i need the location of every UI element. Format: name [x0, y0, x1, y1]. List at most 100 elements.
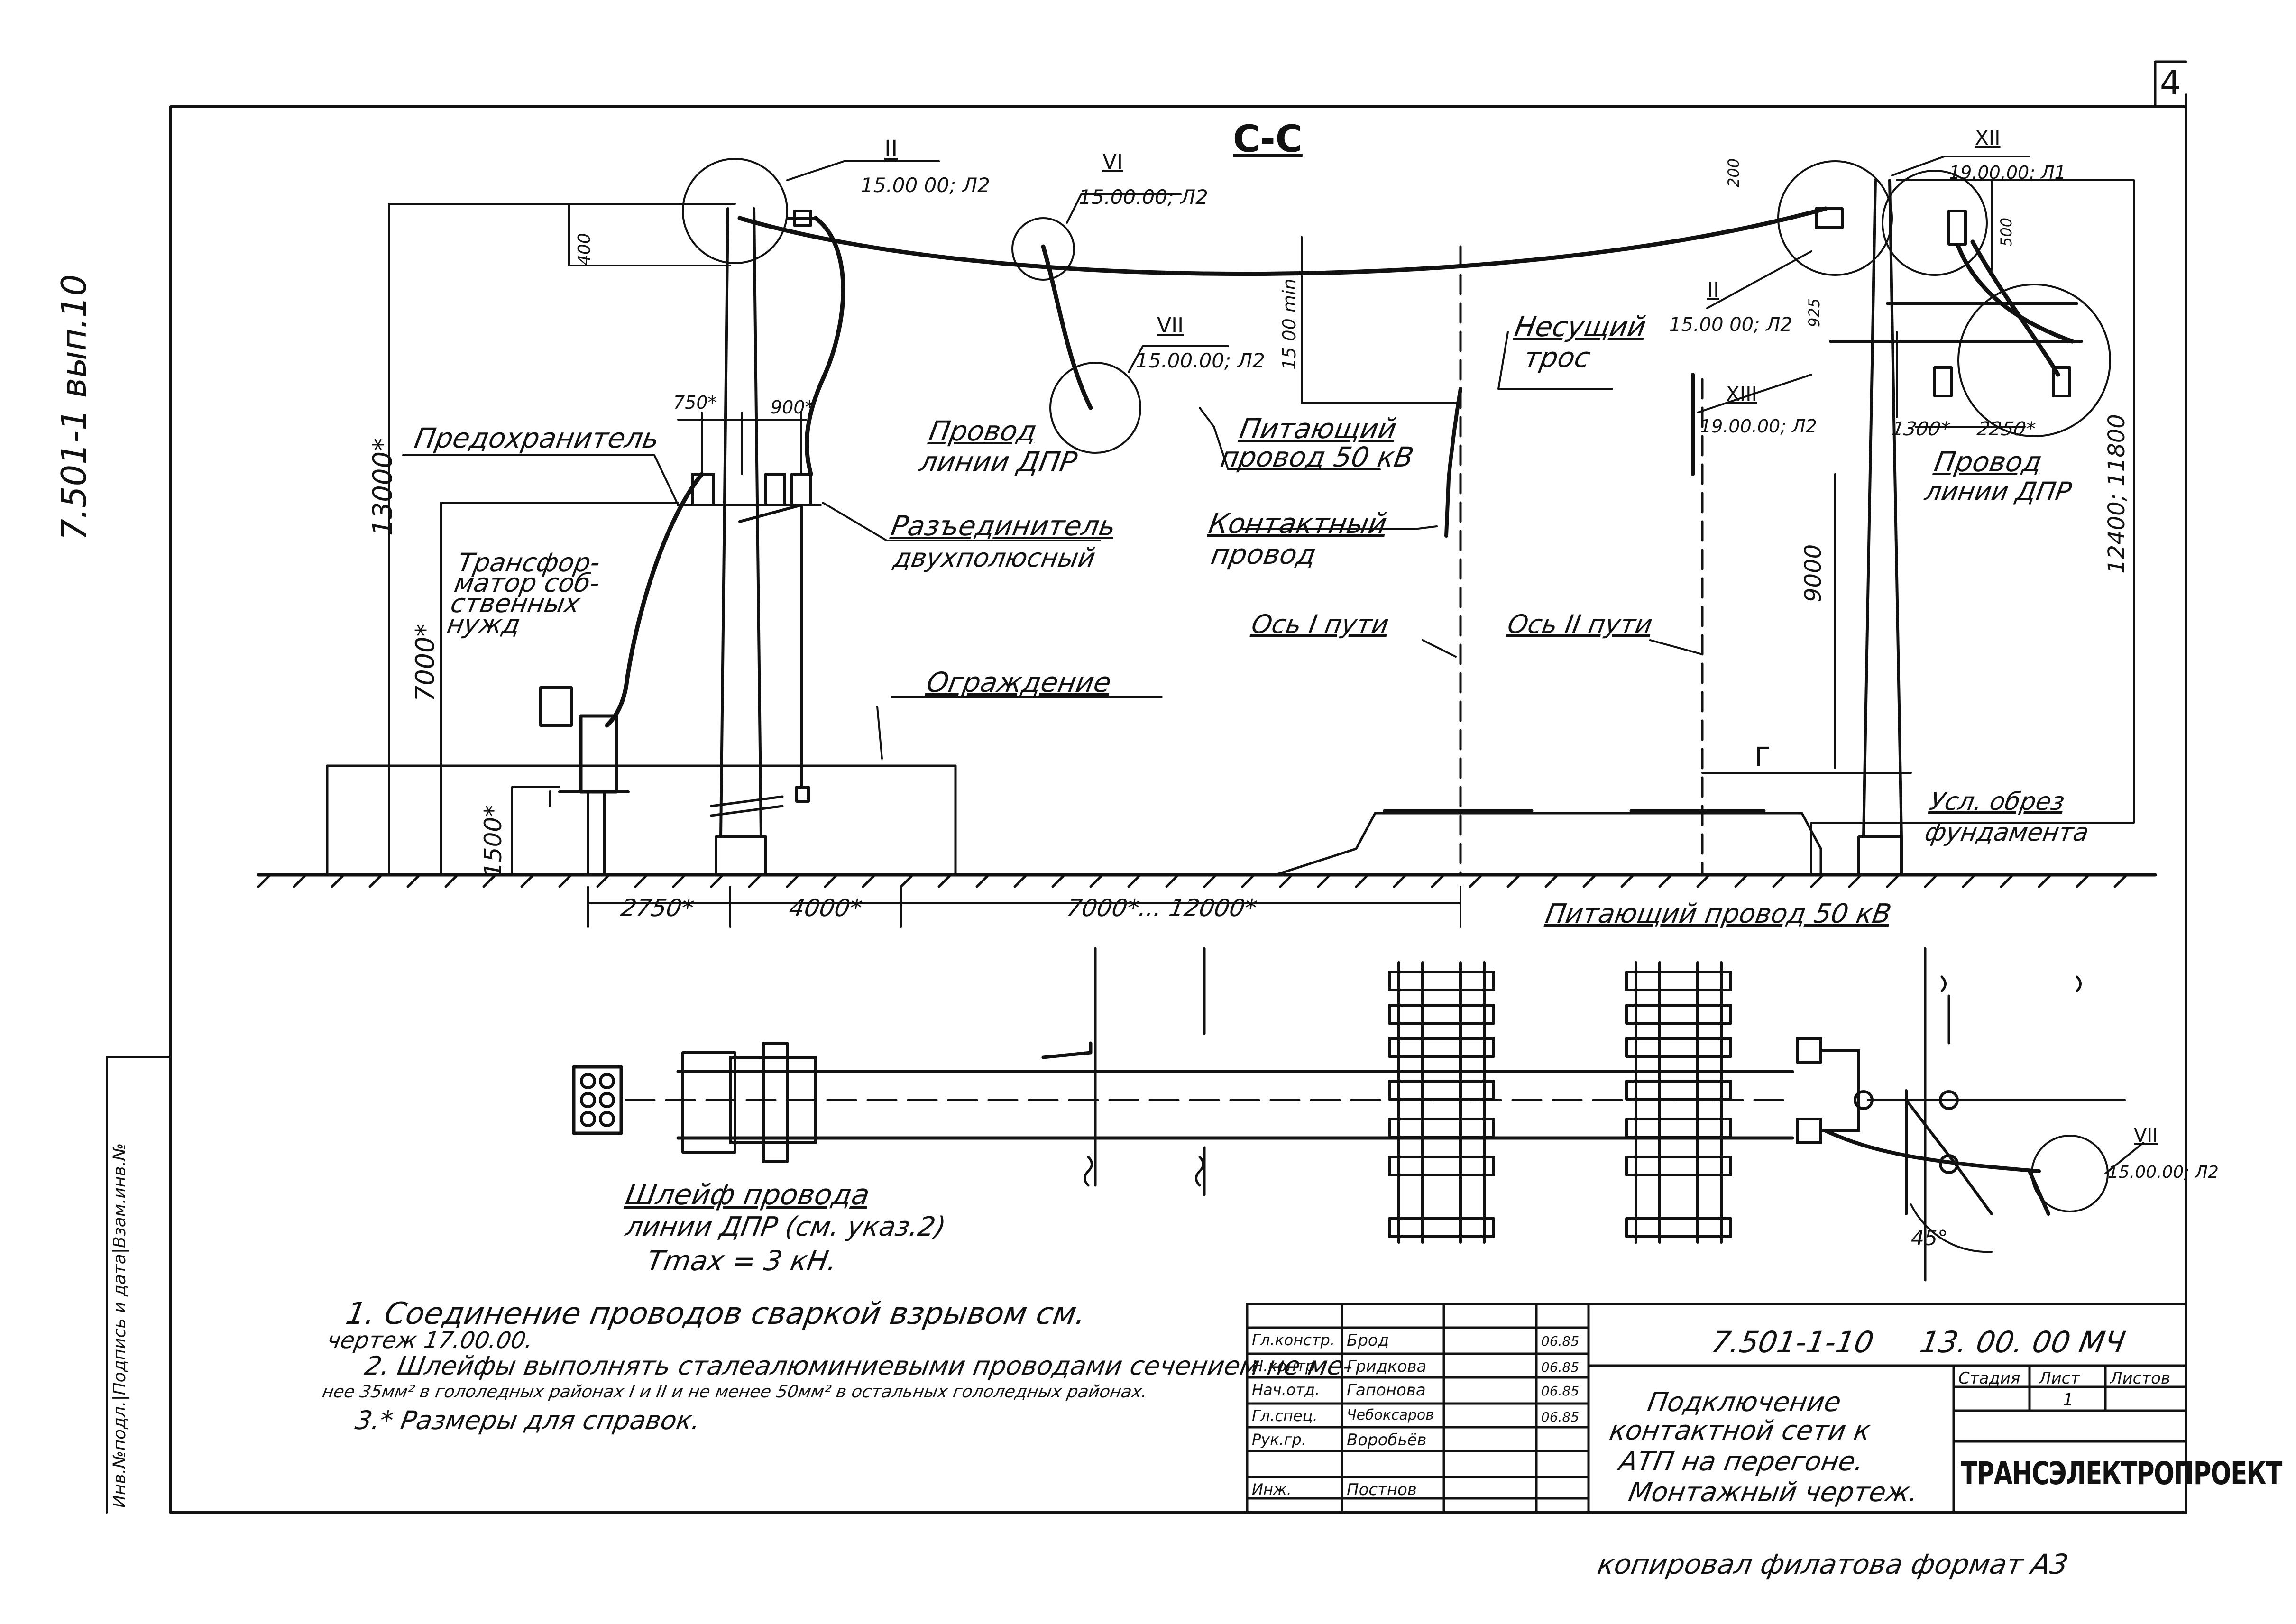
note-2b: нее 35мм² в гололедных районах I и II и …: [321, 1382, 1149, 1402]
angle-arc: [1910, 1203, 1993, 1253]
label-foundation-2: фундамента: [1922, 818, 2091, 847]
label-transformer: Трансфор- матор соб- ственных нужд: [445, 548, 603, 639]
label-contact-2: провод: [1209, 538, 1319, 570]
dim-13000-text: 13000*: [367, 438, 398, 536]
label-dpr-right-2: линии ДПР: [1922, 477, 2074, 506]
dim-9000-text: 9000: [1800, 544, 1827, 602]
label-gamma: Г: [1754, 742, 1771, 773]
dim-1300-text: 1300*: [1890, 418, 1952, 440]
label-dpr-line-2: линии ДПР: [917, 446, 1080, 478]
callout-circle-5: [1882, 170, 1988, 276]
label-loop-3: Tmax = 3 кН.: [644, 1245, 840, 1277]
dim-750-text: 750*: [673, 392, 717, 413]
left-strip-frame: [106, 1056, 172, 1514]
dim-12400-text: 12400; 11800: [2103, 414, 2130, 574]
side-code: 7.501-1 вып.10: [54, 274, 94, 541]
label-feeder-2: провод 50 кВ: [1218, 441, 1416, 473]
right-pole: [1857, 179, 1903, 876]
callout-circle-6: [1957, 284, 2111, 437]
staff-role-4: Гл.спец.: [1252, 1407, 1318, 1425]
callout-3-num: VII: [1157, 313, 1184, 338]
callout-4-ref: 19.00.00; Л1: [1949, 162, 2066, 183]
label-axis-1: Ось I пути: [1249, 609, 1391, 639]
title-line-2: контактной сети к: [1607, 1415, 1873, 1446]
ground-hatching: [257, 873, 2128, 888]
note-1: 1. Соединение проводов сваркой взрывом с…: [343, 1296, 1089, 1331]
staff-date-2: 06.85: [1541, 1359, 1580, 1375]
insulator-right-1: [1815, 207, 1844, 229]
left-pole-base-rings: [710, 795, 784, 817]
callout-5-ref: 15.00 00; Л2: [1669, 314, 1792, 336]
dpr-loop-wire: [1041, 244, 1093, 410]
label-loop-2: линии ДПР (см. указ.2): [623, 1211, 948, 1242]
staff-role-3: Нач.отд.: [1252, 1381, 1320, 1399]
dim-13000: [388, 203, 736, 876]
insulator-right-3: [1933, 366, 1953, 397]
dpr-right-loop: [1956, 239, 2075, 377]
dim-7000: [440, 502, 679, 876]
staff-name-1: Брод: [1347, 1331, 1389, 1350]
dim-400: [568, 203, 731, 266]
contact-dropper: [1444, 387, 1462, 538]
dim-1500: [511, 786, 560, 876]
title-block-grid: [1246, 1303, 2187, 1514]
staff-role-6: Инж.: [1252, 1480, 1292, 1498]
leaders: [786, 156, 2144, 1174]
callout-2-ref: 15.00.00; Л2: [1079, 185, 1208, 209]
label-carrier-2: трос: [1522, 341, 1593, 374]
sheet-corner-number: 4: [2160, 64, 2181, 102]
note-2: 2. Шлейфы выполнять сталеалюминиевыми пр…: [362, 1351, 1356, 1381]
right-cross-arm: [1829, 302, 2083, 343]
staff-role-5: Рук.гр.: [1252, 1431, 1307, 1449]
dim-7000-12000-text: 7000*... 12000*: [1064, 894, 1259, 922]
callout-6-ref: 19.00.00; Л2: [1700, 416, 1817, 437]
label-fuse: Предохранитель: [412, 422, 662, 454]
plan-right-poles: [1867, 1089, 2126, 1215]
transformer-tank: [579, 714, 618, 794]
title-line-4: Монтажный чертеж.: [1626, 1477, 1921, 1508]
left-strip-label: Инв.№подл.|Подпись и дата|Взам.инв.№: [110, 1143, 129, 1508]
plan-right-insulators: [1796, 1037, 1860, 1144]
fuse-body: [691, 473, 715, 506]
plan-sleepers-left: [1388, 961, 1495, 1244]
label-foundation-1: Усл. обрез: [1927, 788, 2067, 816]
label-leaders: [402, 331, 1703, 760]
callout-5-num: II: [1707, 278, 1719, 302]
callout-3-ref: 15.00.00; Л2: [1136, 349, 1265, 372]
label-dpr-line-1: Провод: [927, 415, 1039, 447]
transformer-box: [539, 686, 573, 727]
callout-1-ref: 15.00 00; Л2: [861, 174, 990, 197]
label-loop-1: Шлейф провода: [623, 1178, 872, 1211]
callout-4-num: XII: [1975, 126, 2001, 149]
section-title: С-С: [1233, 118, 1303, 161]
label-feeder-1: Питающий: [1237, 413, 1399, 445]
label-dpr-right-1: Провод: [1932, 446, 2045, 478]
feeder-loop-down: [805, 216, 845, 477]
staff-name-6: Постнов: [1347, 1480, 1417, 1499]
staff-name-3: Гапонова: [1347, 1381, 1426, 1400]
sheet-label: Лист: [2039, 1369, 2080, 1388]
label-disconnector-1: Разъединитель: [889, 510, 1119, 542]
feeder-wire-span: [737, 206, 1828, 276]
callout-2-num: VI: [1102, 150, 1123, 174]
insulator-left: [786, 210, 817, 227]
plan-break-marks: [1084, 975, 2082, 1187]
dim-2250-text: 2250*: [1975, 418, 2037, 440]
label-contact-1: Контактный: [1206, 507, 1390, 540]
callout-7-ref: 15.00.00; Л2: [2108, 1163, 2219, 1182]
plan-pole-assembly: [681, 1042, 817, 1163]
label-fence: Ограждение: [924, 666, 1114, 698]
staff-name-4: Чебоксаров: [1347, 1407, 1434, 1423]
plan-pole-node-2: [1939, 1090, 1959, 1110]
staff-name-2: Гридкова: [1347, 1357, 1427, 1376]
dim-925-text: 925: [1805, 298, 1823, 327]
callout-7-num: VII: [2134, 1125, 2158, 1147]
disconnector-body-2: [790, 473, 812, 506]
sheet-code: 13. 00. 00 МЧ: [1917, 1325, 2128, 1359]
plan-dpr-loop: [1824, 1129, 2050, 1216]
label-axis-2: Ось II пути: [1505, 609, 1655, 639]
dim-200-text: 200: [1725, 158, 1743, 187]
sheets-label: Листов: [2110, 1369, 2171, 1388]
label-disconnector-2: двухполюсный: [891, 543, 1098, 573]
